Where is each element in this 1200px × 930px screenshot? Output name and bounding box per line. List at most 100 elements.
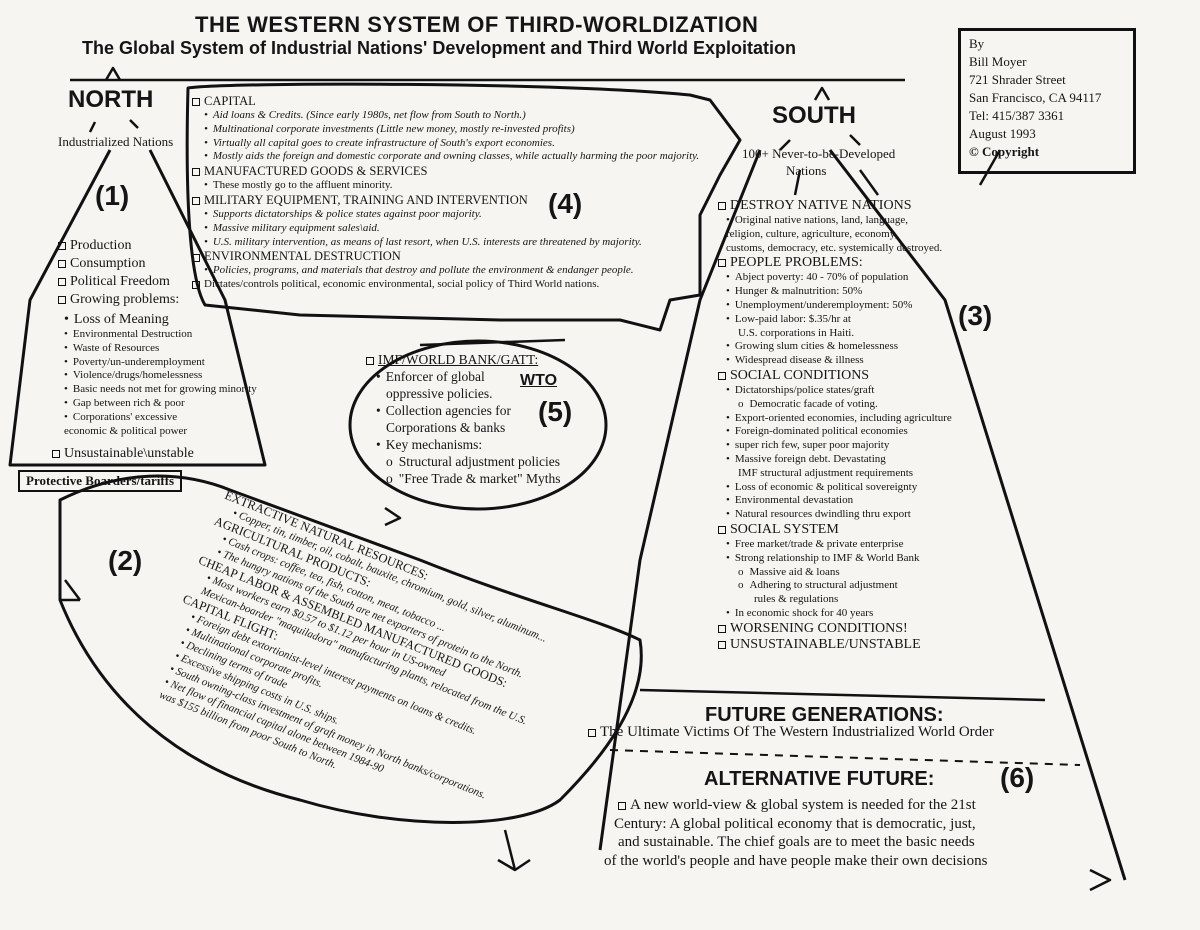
north-sublabel: Industrialized Nations — [58, 134, 174, 149]
extraction-flow-blob — [58, 474, 643, 824]
checkbox-icon — [718, 371, 726, 380]
list-item: Mostly aids the foreign and domestic cor… — [204, 150, 699, 164]
list-item: Political Freedom — [58, 273, 179, 291]
list-item: IMF structural adjustment requirements — [738, 466, 914, 479]
capital-heading: CAPITAL — [192, 94, 699, 109]
section-1-number: (1) — [95, 180, 130, 211]
social-system-heading: SOCIAL SYSTEM — [718, 522, 952, 538]
list-item: oppressive policies. — [386, 386, 493, 401]
section-4-content: CAPITAL Aid loans & Credits. (Since earl… — [192, 94, 699, 292]
author-line: 721 Shrader Street — [969, 72, 1066, 87]
list-item: Violence/drugs/homelessness — [64, 369, 257, 383]
victims-line: The Ultimate Victims Of The Western Indu… — [588, 724, 994, 741]
section-3-content: DESTROY NATIVE NATIONS Original native n… — [718, 198, 952, 653]
checkbox-icon — [192, 253, 200, 262]
page-title: THE WESTERN SYSTEM OF THIRD-WORLDIZATION — [195, 12, 759, 37]
list-item: Strong relationship to IMF & World Bank — [726, 552, 952, 566]
list-item: Democratic facade of voting. — [726, 398, 952, 412]
south-sublabel-2: Nations — [786, 163, 827, 178]
north-label: NORTH — [68, 86, 154, 113]
checkbox-icon — [58, 295, 66, 304]
unsustainable-heading: UNSUSTAINABLE/UNSTABLE — [718, 637, 952, 653]
checkbox-icon — [718, 201, 726, 210]
text-line: and sustainable. The chief goals are to … — [618, 834, 975, 850]
author-line: © Copyright — [969, 144, 1040, 159]
social-conditions-heading: SOCIAL CONDITIONS — [718, 368, 952, 384]
capital-flow-box — [185, 82, 742, 332]
checkbox-icon — [192, 168, 200, 177]
future-heading: FUTURE GENERATIONS: — [705, 704, 944, 726]
section-5-content: IMF/WORLD BANK/GATT: Enforcer of global … — [366, 352, 561, 487]
list-item: These mostly go to the affluent minority… — [204, 179, 699, 193]
list-item: super rich few, super poor majority — [726, 439, 952, 453]
section-1-list: Production Consumption Political Freedom… — [58, 237, 179, 309]
author-line: August 1993 — [969, 126, 1036, 141]
section-1-last: Unsustainable\unstable — [52, 446, 194, 462]
list-item: Key mechanisms: — [376, 436, 561, 453]
list-item: Free market/trade & private enterprise — [726, 538, 952, 552]
list-item: Consumption — [58, 255, 179, 273]
list-item: Environmental Destruction — [64, 328, 257, 342]
list-item: Poverty/un-underemployment — [64, 356, 257, 370]
list-item: U.S. corporations in Haiti. — [738, 326, 855, 339]
wto-label: WTO — [520, 372, 558, 389]
list-item: Loss of economic & political sovereignty — [726, 481, 952, 495]
text-line: A new world-view & global system is need… — [604, 796, 987, 815]
list-item: Corporations & banks — [386, 420, 506, 435]
checkbox-icon — [588, 728, 596, 737]
list-item: Growing slum cities & homelessness — [726, 340, 952, 354]
imf-heading: IMF/WORLD BANK/GATT: — [366, 352, 561, 368]
list-item: U.S. military intervention, as means of … — [204, 236, 699, 250]
alternative-future-text: A new world-view & global system is need… — [604, 796, 987, 870]
section-1-bullets: Loss of Meaning Environmental Destructio… — [64, 311, 257, 438]
checkbox-icon — [192, 197, 200, 206]
goods-heading: MANUFACTURED GOODS & SERVICES — [192, 164, 699, 179]
author-box: By Bill Moyer 721 Shrader Street San Fra… — [958, 28, 1136, 174]
list-item: Low-paid labor: $.35/hr at — [726, 313, 952, 327]
checkbox-icon — [718, 624, 726, 633]
list-item: Multinational corporate investments (Lit… — [204, 123, 699, 137]
checkbox-icon — [718, 259, 726, 268]
protective-tariffs-label: Protective Boarders/tariffs — [18, 470, 183, 492]
list-item: Massive foreign debt. Devastating — [726, 453, 952, 467]
checkbox-icon — [58, 241, 66, 250]
list-item: Environmental devastation — [726, 494, 952, 508]
list-item: Foreign-dominated political economies — [726, 425, 952, 439]
list-item: religion, culture, agriculture, economy, — [726, 227, 898, 240]
list-item: Loss of Meaning — [64, 311, 257, 328]
list-item: "Free Trade & market" Myths — [376, 470, 561, 487]
environment-heading: ENVIRONMENTAL DESTRUCTION — [192, 249, 699, 264]
checkbox-icon — [718, 640, 726, 649]
list-item: Massive aid & loans — [726, 566, 952, 580]
list-item: Massive military equipment sales\aid. — [204, 222, 699, 236]
list-item: Supports dictatorships & police states a… — [204, 208, 699, 222]
list-item: Dictatorships/police states/graft — [726, 384, 952, 398]
checkbox-icon — [366, 356, 374, 365]
list-item: Natural resources dwindling thru export — [726, 508, 952, 522]
author-line: San Francisco, CA 94117 — [969, 90, 1102, 105]
list-item: Structural adjustment policies — [376, 453, 561, 470]
list-item: Gap between rich & poor — [64, 397, 257, 411]
list-item: Hunger & malnutrition: 50% — [726, 285, 952, 299]
checkbox-icon — [58, 277, 66, 286]
section-6-number: (6) — [1000, 762, 1035, 793]
list-item: Growing problems: — [58, 291, 179, 309]
section-2-number: (2) — [108, 545, 143, 576]
list-item: Policies, programs, and materials that d… — [204, 264, 699, 278]
list-item: Adhering to structural adjustment — [726, 579, 952, 593]
page-subtitle: The Global System of Industrial Nations'… — [82, 38, 797, 58]
list-item: Enforcer of global — [376, 368, 561, 385]
list-item: customs, democracy, etc. systemically de… — [726, 241, 943, 254]
text-line: of the world's people and have people ma… — [604, 852, 988, 869]
list-item: Waste of Resources — [64, 342, 257, 356]
section-3-number: (3) — [958, 300, 993, 331]
imf-oval — [348, 339, 608, 511]
south-sublabel: 100+ Never-to-be-Developed — [742, 146, 896, 161]
north-caret — [104, 66, 122, 81]
list-item: Virtually all capital goes to create inf… — [204, 137, 699, 151]
people-heading: PEOPLE PROBLEMS: — [718, 255, 952, 271]
military-heading: MILITARY EQUIPMENT, TRAINING AND INTERVE… — [192, 193, 699, 208]
checkbox-icon — [58, 259, 66, 268]
author-line: Tel: 415/387 3361 — [969, 108, 1065, 123]
